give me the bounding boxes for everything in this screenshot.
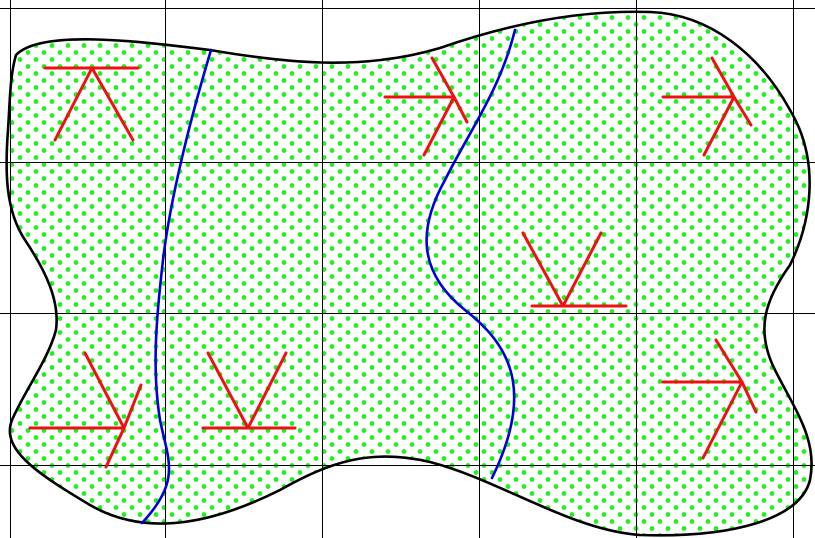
right-blue-curve — [425, 28, 517, 480]
glyph-row3-col1 — [28, 351, 143, 469]
glyph-row2-col4 — [521, 231, 628, 308]
glyph-row3-col5 — [661, 338, 758, 460]
glyph-row1-col1 — [43, 66, 140, 142]
left-blue-curve — [140, 48, 213, 525]
region-fill — [6, 11, 812, 536]
glyph-row1-col5 — [661, 56, 753, 157]
glyph-row1-col3 — [383, 56, 469, 157]
glyph-row3-col2 — [201, 351, 297, 430]
region-outline — [5, 10, 813, 537]
